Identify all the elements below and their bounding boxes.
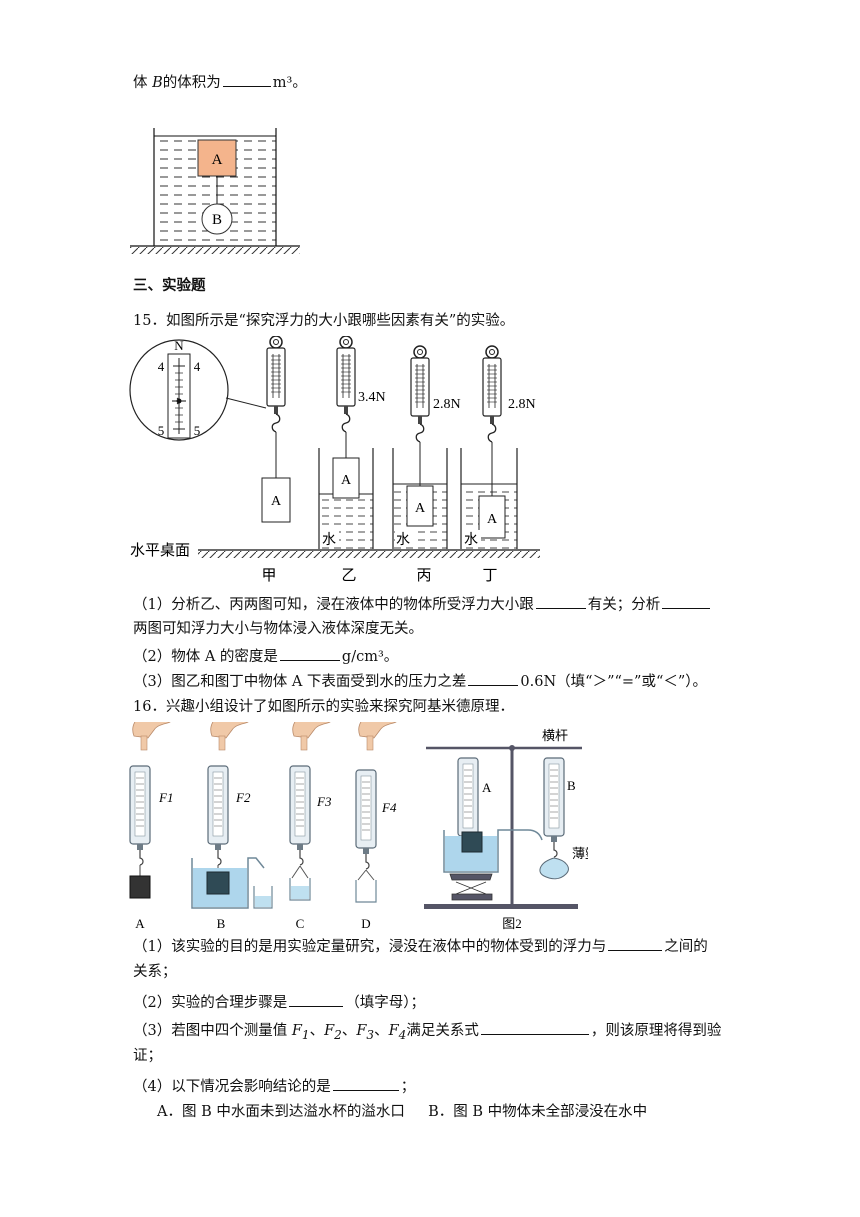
var-f3: F3 — [356, 1023, 375, 1042]
spring-scale-yi — [336, 336, 356, 433]
bag-label: 薄塑料袋 — [572, 846, 588, 861]
spring-scale-bing — [410, 345, 430, 443]
block-a-label: A — [212, 152, 223, 168]
label-bing: 丙 — [416, 568, 431, 584]
table-label: 水平桌面 — [130, 542, 190, 559]
option-a[interactable]: A．图 B 中水面未到达溢水杯的溢水口 — [157, 1104, 405, 1120]
block-a-bing — [406, 485, 434, 527]
var-f4: F4 — [388, 1023, 407, 1042]
q16-options: A．图 B 中水面未到达溢水杯的溢水口 B．图 B 中物体未全部浸没在水中 — [157, 1102, 647, 1122]
block-step-a — [129, 875, 151, 899]
lift-jack — [449, 873, 493, 901]
q15-stem: 15．如图所示是“探究浮力的大小跟哪些因素有关”的实验。 — [133, 313, 515, 329]
svg-text:A: A — [341, 473, 352, 488]
zoom-unit: N — [174, 338, 184, 353]
label-ding: 丁 — [482, 568, 497, 584]
svg-text:A: A — [487, 512, 498, 527]
q16-stem: 16．兴趣小组设计了如图所示的实验来探究阿基米德原理． — [133, 699, 514, 715]
svg-text:4: 4 — [158, 359, 165, 374]
var-b: B — [152, 75, 163, 91]
q15-blank-3[interactable] — [279, 646, 340, 661]
spring-scale-step-b — [207, 765, 229, 866]
q15-blank-2[interactable] — [662, 594, 711, 609]
spring-scale-b — [543, 757, 565, 858]
reading-yi: 3.4N — [358, 390, 386, 405]
spring-scale-step-c — [289, 765, 311, 866]
svg-text:A: A — [415, 501, 426, 516]
block-a-ding — [478, 495, 506, 539]
block-step-b — [206, 871, 230, 895]
label-yi: 乙 — [341, 568, 356, 584]
spring-scale-step-a — [129, 765, 151, 866]
scale-a-label: A — [482, 780, 492, 795]
block-a-jia — [261, 477, 291, 523]
q16-part2: （2）实验的合理步骤是（填字母）； — [133, 992, 425, 1013]
svg-text:5: 5 — [158, 423, 165, 438]
crossbar-label: 横杆 — [542, 728, 568, 743]
option-b[interactable]: B．图 B 中物体未全部浸没在水中 — [428, 1104, 648, 1120]
q16-part3-cont: 证； — [133, 1048, 162, 1064]
ball-b — [201, 203, 233, 235]
ball-b-label: B — [212, 212, 222, 228]
q16-blank-1[interactable] — [608, 936, 663, 951]
label-f2: F2 — [235, 790, 251, 805]
label-f4: F4 — [381, 800, 397, 815]
q16-blank-2[interactable] — [289, 992, 344, 1007]
q16-blank-3[interactable] — [480, 1020, 589, 1035]
q16-part4: （4）以下情况会影响结论的是； — [133, 1076, 415, 1097]
block-a-yi — [332, 457, 360, 499]
q16-blank-4[interactable] — [332, 1076, 399, 1091]
var-f1: F1 — [291, 1023, 310, 1042]
q15-blank-1[interactable] — [535, 594, 586, 609]
plastic-bag — [539, 857, 569, 880]
label-f1: F1 — [158, 790, 173, 805]
var-f2: F2 — [324, 1023, 342, 1042]
svg-text:C: C — [296, 916, 305, 931]
svg-text:水: 水 — [322, 532, 336, 548]
reading-bing: 2.8N — [433, 397, 461, 412]
q15-part1-cont: 两图可知浮力大小与物体浸入液体深度无关。 — [133, 621, 423, 637]
q15-blank-4[interactable] — [468, 671, 519, 686]
section-title: 三、实验题 — [133, 277, 206, 294]
q16-part3: （3）若图中四个测量值 F1、F2、F3、F4满足关系式，则该原理将得到验 — [133, 1020, 721, 1045]
svg-text:水: 水 — [396, 532, 410, 548]
q15-figure: N 4 4 5 5 A 3.4N A 水 2.8N A 水 2.8N A 水 水… — [129, 336, 540, 584]
q16-part1-cont: 关系； — [133, 964, 177, 980]
svg-text:A: A — [271, 494, 282, 509]
q15-part1: （1）分析乙、丙两图可知，浸在液体中的物体所受浮力大小跟有关；分析 — [133, 594, 712, 615]
q14-figure: A B — [130, 128, 300, 254]
q16-figure: F1 A F2 B F3 C F4 D 横杆 A B 薄塑料袋 图2 — [129, 722, 588, 931]
reading-ding: 2.8N — [508, 397, 536, 412]
block-fig2 — [461, 831, 483, 853]
svg-text:水: 水 — [464, 532, 478, 548]
label-jia: 甲 — [261, 568, 276, 584]
spring-scale-jia — [266, 336, 286, 433]
svg-text:4: 4 — [194, 359, 201, 374]
answer-blank[interactable] — [222, 72, 271, 87]
scale-b-label: B — [567, 778, 576, 793]
svg-text:A: A — [135, 916, 145, 931]
fig2-caption: 图2 — [502, 916, 522, 931]
spring-scale-step-d — [355, 769, 377, 870]
spring-scale-ding — [482, 345, 502, 443]
svg-text:5: 5 — [194, 423, 201, 438]
svg-text:B: B — [217, 916, 226, 931]
svg-text:D: D — [361, 916, 370, 931]
q16-part1: （1）该实验的目的是用实验定量研究，浸没在液体中的物体受到的浮力与之间的 — [133, 936, 708, 957]
label-f3: F3 — [316, 794, 332, 809]
